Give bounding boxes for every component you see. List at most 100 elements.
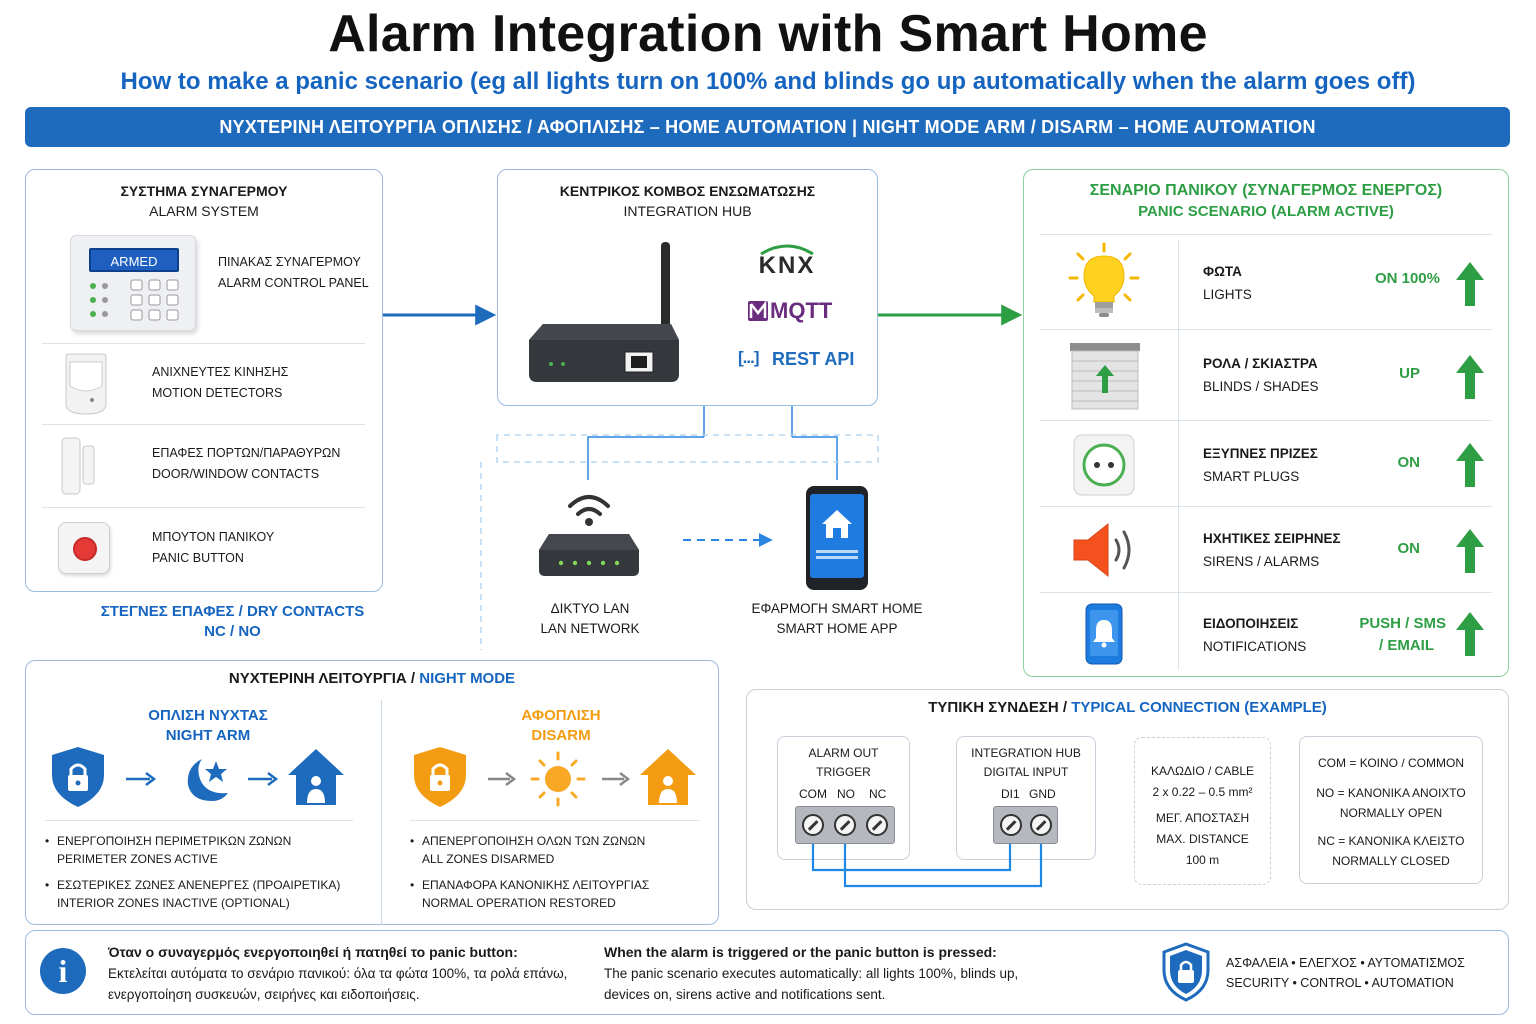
hub-title-gr: ΚΕΝΤΡΙΚΟΣ ΚΟΜΒΟΣ ΕΝΣΩΜΑΤΩΣΗΣ: [559, 183, 816, 199]
cable-line: ΜΕΓ. ΑΠΟΣΤΑΣΗ: [1155, 811, 1250, 825]
panic-row-notifications: ΕΙΔΟΠΟΙΗΣΕΙΣ NOTIFICATIONS: [1203, 612, 1306, 658]
disarm-title: ΑΦΟΠΛΙΣΗ DISARM: [430, 706, 692, 746]
house-person-icon: [640, 749, 696, 805]
alarm-item-label: ALARM CONTROL PANEL: [218, 276, 369, 290]
legend-nc: NC = ΚΑΝΟΝΙΚΑ ΚΛΕΙΣΤΟ: [1317, 834, 1465, 848]
divider: [42, 343, 365, 344]
disarm-bullet-gr: ΑΠΕΝΕΡΓΟΠΟΙΗΣΗ ΟΛΩΝ ΤΩΝ ΖΩΝΩΝ: [422, 834, 646, 848]
footer-tagline: ΑΣΦΑΛΕΙΑ • ΕΛΕΓΧΟΣ • ΑΥΤΟΜΑΤΙΣΜΟΣ SECURI…: [1226, 953, 1465, 993]
night-title-gr: ΝΥΧΤΕΡΙΝΗ ΛΕΙΤΟΥΡΓΙΑ /: [228, 670, 416, 687]
divider: [42, 424, 365, 425]
keypad-icon: [90, 279, 179, 321]
hub-input-label: INTEGRATION HUB DIGITAL INPUT: [956, 744, 1096, 782]
screw-terminal-icon: [1030, 814, 1052, 836]
alarm-item-label: PANIC BUTTON: [152, 551, 244, 565]
arrow-up-icon: [1456, 262, 1484, 306]
siren-speaker-icon: [1073, 522, 1131, 578]
house-person-icon: [288, 749, 344, 805]
divider: [1040, 234, 1492, 235]
page-title: Alarm Integration with Smart Home: [328, 5, 1208, 63]
connection-title: ΤΥΠΙΚΗ ΣΥΝΔΕΣΗ / TYPICAL CONNECTION (EXA…: [746, 699, 1509, 716]
footer-en-body: devices on, sirens active and notificati…: [604, 987, 886, 1002]
cable-line: 100 m: [1185, 853, 1220, 867]
arrow-right-icon: [126, 772, 157, 786]
connection-title-en: TYPICAL CONNECTION (EXAMPLE): [1071, 699, 1327, 716]
cable-spec-box: [1134, 737, 1271, 885]
disarm-bullet-en: NORMAL OPERATION RESTORED: [422, 896, 616, 910]
terminal-no-label: NO: [837, 787, 855, 801]
legend-no: NO = ΚΑΝΟΝΙΚΑ ΑΝΟΙΧΤΟ: [1316, 786, 1466, 800]
connection-title-gr: ΤΥΠΙΚΗ ΣΥΝΔΕΣΗ /: [928, 699, 1068, 716]
disarm-bullet-gr: ΕΠΑΝΑΦΟΡΑ ΚΑΝΟΝΙΚΗΣ ΛΕΙΤΟΥΡΓΙΑΣ: [422, 878, 650, 892]
tagline-gr: ΑΣΦΑΛΕΙΑ • ΕΛΕΓΧΟΣ • ΑΥΤΟΜΑΤΙΣΜΟΣ: [1226, 956, 1465, 970]
alarm-item-contacts: ΕΠΑΦΕΣ ΠΟΡΤΩΝ/ΠΑΡΑΘΥΡΩΝ DOOR/WINDOW CONT…: [152, 443, 340, 485]
terminal-gnd-label: GND: [1029, 787, 1056, 801]
footer-en-head: When the alarm is triggered or the panic…: [604, 944, 997, 960]
disarm-bullet-2: •ΕΠΑΝΑΦΟΡΑ ΚΑΝΟΝΙΚΗΣ ΛΕΙΤΟΥΡΓΙΑΣ NORMAL …: [410, 878, 650, 910]
panic-title-en: PANIC SCENARIO (ALARM ACTIVE): [1138, 203, 1394, 220]
api-brackets-icon: [...]: [738, 348, 759, 367]
arm-bullet-gr: ΕΝΕΡΓΟΠΟΙΗΣΗ ΠΕΡΙΜΕΤΡΙΚΩΝ ΖΩΝΩΝ: [57, 834, 292, 848]
protocol-rest-api: REST API: [772, 349, 855, 369]
contacts-legend-box: [1299, 736, 1483, 884]
arrow-up-icon: [1456, 355, 1484, 399]
panic-row-label: ΦΩΤΑ: [1203, 264, 1242, 279]
disarm-bullet-en: ALL ZONES DISARMED: [422, 852, 555, 866]
panic-title-gr: ΣΕΝΑΡΙΟ ΠΑΝΙΚΟΥ (ΣΥΝΑΓΕΡΜΟΣ ΕΝΕΡΓΟΣ): [1089, 182, 1443, 199]
moon-star-icon: [187, 759, 228, 801]
smart-plug-icon: [1073, 434, 1135, 496]
footer-greek-text: Όταν ο συναγερμός ενεργοποιηθεί ή πατηθε…: [108, 942, 567, 1005]
legend-no: NORMALLY OPEN: [1339, 806, 1443, 820]
arrow-right-icon: [488, 772, 517, 786]
alarm-terminal-block: [795, 806, 895, 844]
protocol-mqtt: MQTT: [770, 298, 833, 323]
door-contact-icon: [61, 437, 95, 495]
lan-label-en: LAN NETWORK: [540, 621, 640, 636]
alarm-out-label: ALARM OUT TRIGGER: [777, 744, 910, 782]
arrow-up-icon: [1456, 612, 1484, 656]
cable-line: MAX. DISTANCE: [1156, 832, 1249, 846]
terminal-nc-label: NC: [869, 787, 887, 801]
panic-row-lights: ΦΩΤΑ LIGHTS: [1203, 260, 1252, 306]
hub-title: ΚΕΝΤΡΙΚΟΣ ΚΟΜΒΟΣ ΕΝΣΩΜΑΤΩΣΗΣ INTEGRATION…: [497, 181, 878, 221]
alarm-title-en: ALARM SYSTEM: [149, 203, 259, 219]
panic-row-plugs: ΕΞΥΠΝΕΣ ΠΡΙΖΕΣ SMART PLUGS: [1203, 442, 1318, 488]
alarm-title-gr: ΣΥΣΤΗΜΑ ΣΥΝΑΓΕΡΜΟΥ: [120, 183, 288, 199]
night-title-en: NIGHT MODE: [419, 670, 516, 687]
status-line: PUSH / SMS: [1359, 615, 1446, 632]
status-plugs: ON: [1397, 454, 1421, 471]
alarm-item-label: ΕΠΑΦΕΣ ΠΟΡΤΩΝ/ΠΑΡΑΘΥΡΩΝ: [152, 446, 341, 460]
panic-row-label: ΡΟΛΑ / ΣΚΙΑΣΤΡΑ: [1203, 356, 1318, 371]
shield-lock-icon: [414, 747, 466, 807]
divider: [45, 820, 353, 821]
lan-network-label: ΔΙΚΤΥΟ LAN LAN NETWORK: [510, 599, 670, 639]
notification-phone-icon: [1085, 603, 1123, 665]
status-notifications: PUSH / SMS / EMAIL: [1330, 613, 1446, 657]
app-label-en: SMART HOME APP: [776, 621, 898, 636]
status-blinds: UP: [1399, 365, 1420, 382]
hub-device-icon: [529, 242, 679, 382]
info-icon: i: [40, 948, 86, 994]
arrow-up-icon: [1456, 443, 1484, 487]
alarm-item-label: DOOR/WINDOW CONTACTS: [152, 467, 320, 481]
disarm-title-gr: ΑΦΟΠΛΙΣΗ: [521, 707, 601, 724]
panic-row-label: ΕΙΔΟΠΟΙΗΣΕΙΣ: [1203, 616, 1299, 631]
status-lights: ON 100%: [1374, 270, 1440, 287]
security-shield-icon: [1162, 942, 1210, 1002]
arrow-right-icon: [602, 772, 631, 786]
panic-row-label: ΗΧΗΤΙΚΕΣ ΣΕΙΡΗΝΕΣ: [1203, 531, 1341, 546]
alarm-out-line: ALARM OUT: [808, 746, 879, 760]
panic-row-blinds: ΡΟΛΑ / ΣΚΙΑΣΤΡΑ BLINDS / SHADES: [1203, 352, 1319, 398]
footer-english-text: When the alarm is triggered or the panic…: [604, 942, 1018, 1005]
arm-title-gr: ΟΠΛΙΣΗ ΝΥΧΤΑΣ: [148, 707, 268, 724]
night-arm-title: ΟΠΛΙΣΗ ΝΥΧΤΑΣ NIGHT ARM: [70, 706, 346, 746]
alarm-panel-icon: ARMED: [70, 235, 196, 331]
arm-bullet-en: INTERIOR ZONES INACTIVE (OPTIONAL): [57, 896, 290, 910]
legend-com: COM = ΚΟΙΝΟ / COMMON: [1318, 756, 1464, 770]
panic-row-label: BLINDS / SHADES: [1203, 379, 1319, 394]
panic-row-label: ΕΞΥΠΝΕΣ ΠΡΙΖΕΣ: [1203, 446, 1318, 461]
dry-contacts-line: NC / NO: [204, 623, 261, 640]
contacts-legend-text: COM = ΚΟΙΝΟ / COMMON NO = ΚΑΝΟΝΙΚΑ ΑΝΟΙΧ…: [1299, 753, 1483, 871]
night-mode-card: [25, 660, 719, 925]
